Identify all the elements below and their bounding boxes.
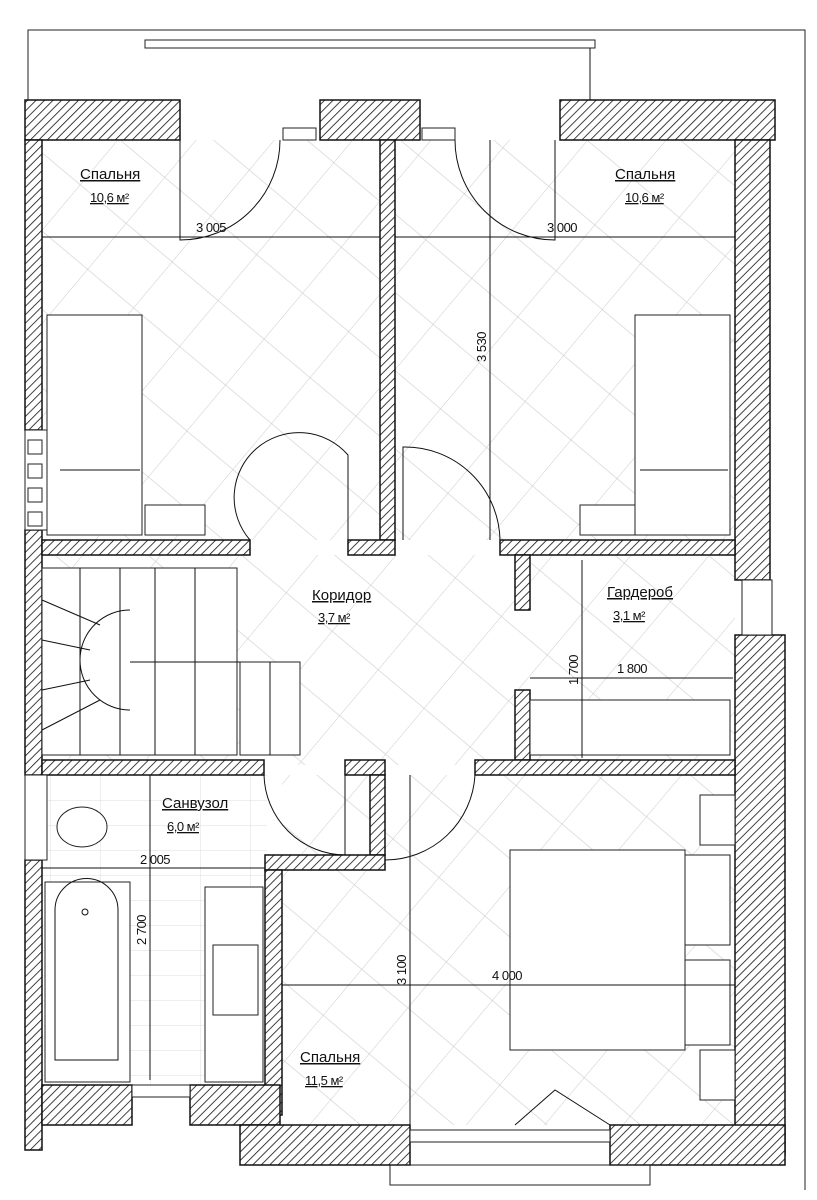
room-name: Спальня	[80, 166, 140, 183]
dim-top-left-width: 3 005	[196, 220, 226, 235]
dim-wardrobe-depth: 1 700	[566, 655, 581, 685]
dim-bath-width: 2 005	[140, 852, 170, 867]
door-swings	[179, 139, 611, 1126]
room-label-bathroom: Санвузол 6,0 м²	[162, 795, 228, 834]
staircase	[41, 567, 301, 756]
balcony-outline	[27, 29, 806, 1190]
dim-bottom-depth: 3 100	[394, 955, 409, 985]
dim-wardrobe-width: 1 800	[617, 661, 647, 676]
dimension-labels: 3 005 3 000 3 530 1 700 1 800 2 005 2 70…	[134, 220, 648, 985]
room-area: 6,0 м²	[167, 819, 200, 834]
dimension-lines	[42, 140, 735, 1125]
room-label-bedroom-top-right: Спальня 10,6 м²	[615, 166, 675, 205]
sink-icon	[212, 944, 259, 1016]
room-area: 11,5 м²	[305, 1073, 344, 1088]
room-name: Санвузол	[162, 795, 228, 812]
bathtub-icon	[44, 881, 131, 1083]
dim-top-right-depth: 3 530	[474, 332, 489, 362]
toilet-icon	[56, 806, 108, 848]
dim-bath-depth: 2 700	[134, 915, 149, 945]
room-label-bedroom-top-left: Спальня 10,6 м²	[80, 166, 140, 205]
room-name: Спальня	[300, 1049, 360, 1066]
room-name: Спальня	[615, 166, 675, 183]
walls	[24, 99, 786, 1166]
room-name: Гардероб	[607, 584, 673, 601]
room-name: Коридор	[312, 587, 371, 604]
furniture	[24, 314, 736, 1101]
dim-top-right-width: 3 000	[547, 220, 577, 235]
room-label-wardrobe: Гардероб 3,1 м²	[607, 584, 673, 623]
room-area: 10,6 м²	[90, 190, 130, 205]
room-area: 10,6 м²	[625, 190, 665, 205]
room-area: 3,1 м²	[613, 608, 646, 623]
room-label-bedroom-bottom: Спальня 11,5 м²	[300, 1049, 360, 1088]
dim-bottom-width: 4 000	[492, 968, 522, 983]
room-area: 3,7 м²	[318, 610, 351, 625]
room-label-corridor: Коридор 3,7 м²	[312, 587, 371, 625]
